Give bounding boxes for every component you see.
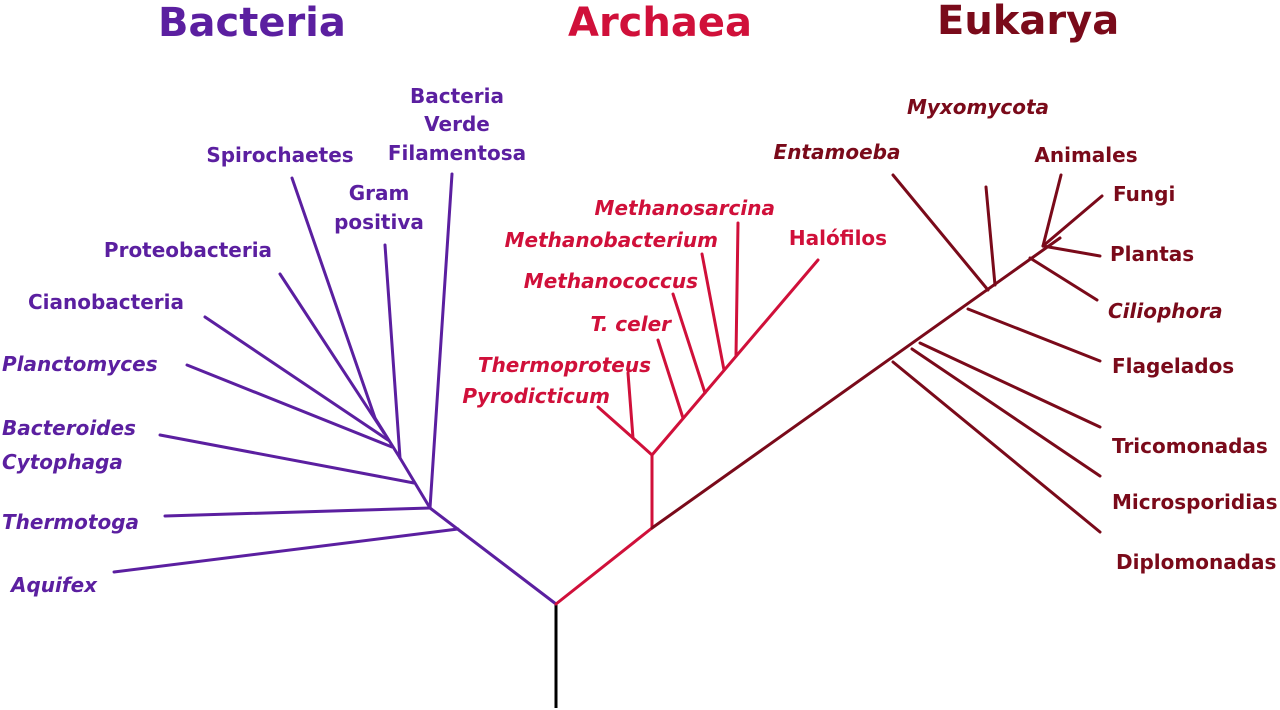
archaea-branches <box>554 221 820 606</box>
branch-thermoproteus <box>626 371 635 440</box>
label-animales: Animales <box>1034 143 1137 167</box>
label-gram-1: Gram <box>349 181 410 205</box>
branch-tricomonadas <box>918 341 1102 429</box>
label-cianobacteria: Cianobacteria <box>28 290 184 314</box>
branch-methanosarcina <box>734 221 740 358</box>
domain-title-bacteria: Bacteria <box>158 0 346 46</box>
label-microsporidias: Microsporidias <box>1112 490 1277 514</box>
label-entamoeba: Entamoeba <box>774 140 901 164</box>
branch-cianobacteria <box>203 315 390 442</box>
archaea-labels: Methanosarcina Methanobacterium Halófilo… <box>462 196 887 408</box>
label-planctomyces: Planctomyces <box>2 352 158 376</box>
branch-diplomonadas <box>891 360 1102 534</box>
label-methanosarcina: Methanosarcina <box>595 196 775 220</box>
label-methanobacterium: Methanobacterium <box>505 228 718 252</box>
branch-halofilos <box>650 258 820 457</box>
label-flagelados: Flagelados <box>1112 354 1234 378</box>
label-tricomonadas: Tricomonadas <box>1112 434 1268 458</box>
eukarya-labels: Myxomycota Entamoeba Animales Fungi Plan… <box>774 95 1278 574</box>
bacteria-trunk <box>428 506 558 606</box>
label-myxomycota: Myxomycota <box>907 95 1049 119</box>
branch-verde <box>428 172 454 510</box>
label-halofilos: Halófilos <box>789 226 887 250</box>
domain-title-archaea: Archaea <box>568 0 752 46</box>
bacteria-labels: Bacteria Verde Filamentosa Spirochaetes … <box>2 84 526 597</box>
label-bacteria-verde-3: Filamentosa <box>388 141 526 165</box>
branch-plantas <box>1041 244 1102 258</box>
branch-fungi <box>1041 194 1104 248</box>
branch-gram <box>383 243 402 460</box>
label-cytophaga: Cytophaga <box>2 450 123 474</box>
branch-entamoeba <box>891 173 990 292</box>
label-thermotoga: Thermotoga <box>2 510 139 534</box>
eukarya-branches <box>650 173 1104 534</box>
label-bacteria-verde-1: Bacteria <box>410 84 504 108</box>
label-thermoproteus: Thermoproteus <box>478 353 651 377</box>
label-aquifex: Aquifex <box>9 573 98 597</box>
branch-flagelados <box>966 307 1102 363</box>
label-plantas: Plantas <box>1110 242 1194 266</box>
domain-title-eukarya: Eukarya <box>937 0 1119 44</box>
branch-tceler <box>656 338 685 420</box>
bacteria-branches <box>112 172 558 606</box>
branch-planctomyces <box>185 363 394 449</box>
eukarya-trunk <box>650 236 1062 530</box>
label-tceler: T. celer <box>590 312 672 336</box>
label-pyrodicticum: Pyrodicticum <box>462 384 610 408</box>
label-spirochaetes: Spirochaetes <box>206 143 353 167</box>
branch-methanococcus <box>671 292 707 395</box>
branch-ciliophora <box>1028 256 1099 302</box>
branch-proteobacteria <box>278 272 386 435</box>
label-diplomonadas: Diplomonadas <box>1116 550 1276 574</box>
branch-myxomycota <box>984 185 997 287</box>
archaea-base <box>554 526 654 606</box>
label-gram-2: positiva <box>334 210 424 234</box>
branch-methanobacterium <box>700 252 726 372</box>
archaea-crenarchaeota <box>631 436 654 457</box>
label-methanococcus: Methanococcus <box>524 269 698 293</box>
branch-spirochaetes <box>290 176 377 420</box>
branch-microsporidias <box>910 347 1102 478</box>
branch-pyrodicticum <box>596 405 635 440</box>
label-bacteroides: Bacteroides <box>2 416 136 440</box>
branch-animales <box>1041 173 1063 248</box>
branch-aquifex <box>112 527 460 574</box>
branch-thermotoga <box>163 506 432 518</box>
label-ciliophora: Ciliophora <box>1108 299 1223 323</box>
label-bacteria-verde-2: Verde <box>424 112 490 136</box>
label-fungi: Fungi <box>1113 182 1175 206</box>
label-proteobacteria: Proteobacteria <box>104 238 272 262</box>
branch-bacteroides <box>158 433 416 485</box>
